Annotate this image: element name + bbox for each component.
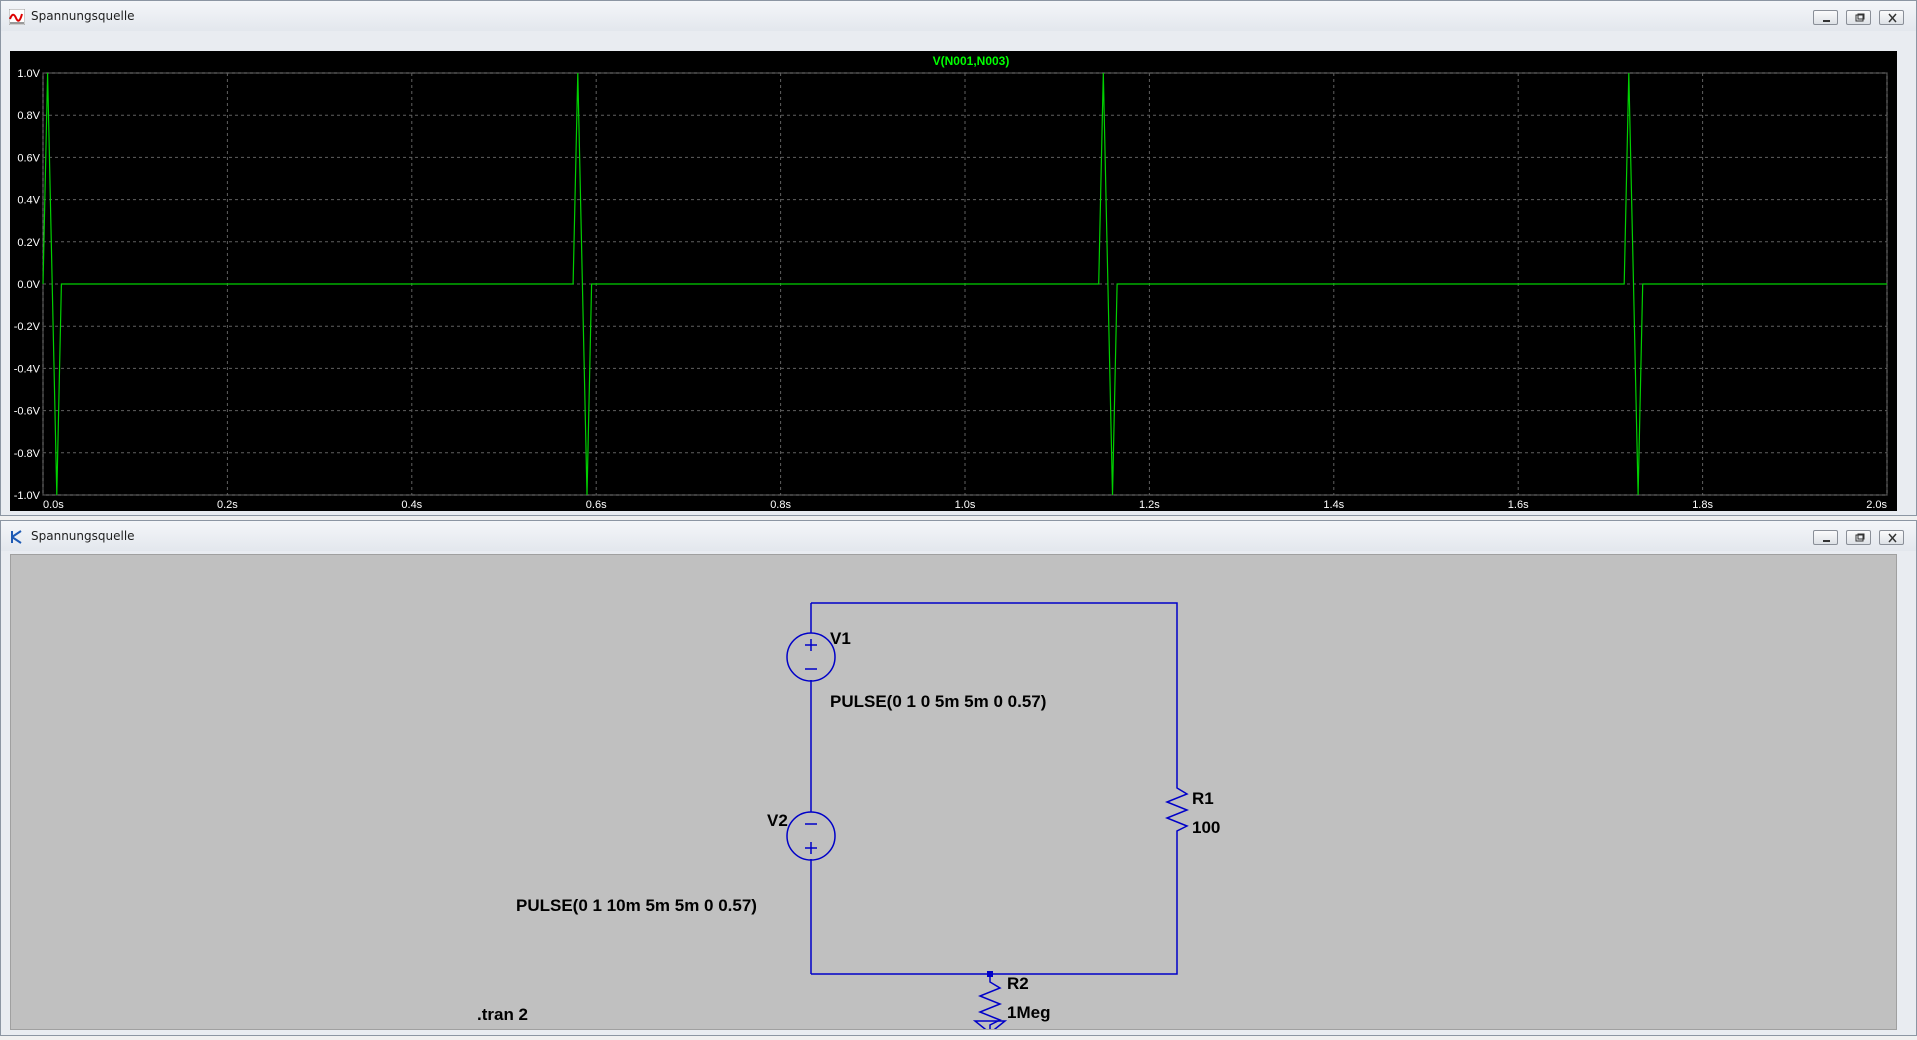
x-tick-label: 1.6s xyxy=(1508,499,1529,511)
x-tick-label: 2.0s xyxy=(1866,499,1887,511)
r2-value[interactable]: 1Meg xyxy=(1007,1003,1050,1022)
y-tick-label: -0.8V xyxy=(14,448,41,460)
schematic-window: Spannungsquelle xyxy=(0,520,1917,1036)
x-tick-label: 0.4s xyxy=(401,499,422,511)
schematic-window-title: Spannungsquelle xyxy=(31,529,135,543)
x-tick-label: 0.6s xyxy=(586,499,607,511)
y-tick-label: -0.4V xyxy=(14,363,41,375)
x-tick-label: 1.2s xyxy=(1139,499,1160,511)
y-tick-label: 1.0V xyxy=(17,68,40,80)
x-tick-label: 1.4s xyxy=(1323,499,1344,511)
r1-name[interactable]: R1 xyxy=(1192,789,1214,808)
v1-source-symbol[interactable] xyxy=(786,632,836,682)
v2-value[interactable]: PULSE(0 1 10m 5m 5m 0 0.57) xyxy=(516,896,757,915)
y-tick-label: -0.2V xyxy=(14,321,41,333)
v2-name[interactable]: V2 xyxy=(767,811,788,830)
r2-name[interactable]: R2 xyxy=(1007,974,1029,993)
tran-directive[interactable]: .tran 2 xyxy=(477,1005,528,1024)
y-tick-label: 0.0V xyxy=(17,279,40,291)
x-tick-label: 0.0s xyxy=(43,499,64,511)
trace-label[interactable]: V(N001,N003) xyxy=(933,54,1010,68)
r2-resistor-symbol[interactable] xyxy=(977,974,1003,1029)
y-tick-label: -0.6V xyxy=(14,406,41,418)
y-tick-label: -1.0V xyxy=(14,490,41,502)
plot-window-title: Spannungsquelle xyxy=(31,9,135,23)
y-tick-label: 0.8V xyxy=(17,110,40,122)
x-tick-label: 1.0s xyxy=(955,499,976,511)
r1-value[interactable]: 100 xyxy=(1192,818,1220,837)
x-axis-ticks: 0.0s 0.2s 0.4s 0.6s 0.8s 1.0s 1.2s 1.4s 1.6s 1.8s… xyxy=(43,499,1887,511)
v1-value[interactable]: PULSE(0 1 0 5m 5m 0 0.57) xyxy=(830,692,1046,711)
ground-icon xyxy=(972,1020,1008,1034)
schematic-icon xyxy=(11,530,22,544)
minimize-button[interactable] xyxy=(1813,10,1838,25)
y-tick-label: 0.6V xyxy=(17,152,40,164)
x-tick-label: 0.2s xyxy=(217,499,238,511)
schematic-window-titlebar[interactable]: Spannungsquelle xyxy=(1,521,1916,551)
minimize-button[interactable] xyxy=(1813,530,1838,545)
waveform-icon xyxy=(9,9,25,25)
y-axis-ticks: 1.0V 0.8V 0.6V 0.4V 0.2V 0.0V -0.2V -0.4V -0.6V -… xyxy=(14,68,41,502)
plot-window: Spannungsquelle 1.0V 0.8V 0.6V 0.4V 0.2V 0.0V… xyxy=(0,0,1917,516)
r1-resistor-symbol[interactable] xyxy=(1164,780,1190,837)
y-tick-label: 0.2V xyxy=(17,237,40,249)
wires[interactable] xyxy=(810,602,1178,975)
x-tick-label: 1.8s xyxy=(1692,499,1713,511)
trace-line xyxy=(42,72,1887,496)
y-tick-label: 0.4V xyxy=(17,195,40,207)
plot-window-titlebar[interactable]: Spannungsquelle xyxy=(1,1,1916,31)
x-tick-label: 0.8s xyxy=(770,499,791,511)
close-button[interactable] xyxy=(1879,530,1904,545)
v2-source-symbol[interactable] xyxy=(786,811,836,861)
waveform-plot[interactable]: 1.0V 0.8V 0.6V 0.4V 0.2V 0.0V -0.2V -0.4V -0.6V -… xyxy=(10,51,1897,511)
v1-name[interactable]: V1 xyxy=(830,629,851,648)
schematic-canvas[interactable]: V1 PULSE(0 1 0 5m 5m 0 0.57) V2 PULSE(0 … xyxy=(10,554,1897,1034)
close-button[interactable] xyxy=(1879,10,1904,25)
restore-button[interactable] xyxy=(1846,10,1871,25)
restore-button[interactable] xyxy=(1846,530,1871,545)
